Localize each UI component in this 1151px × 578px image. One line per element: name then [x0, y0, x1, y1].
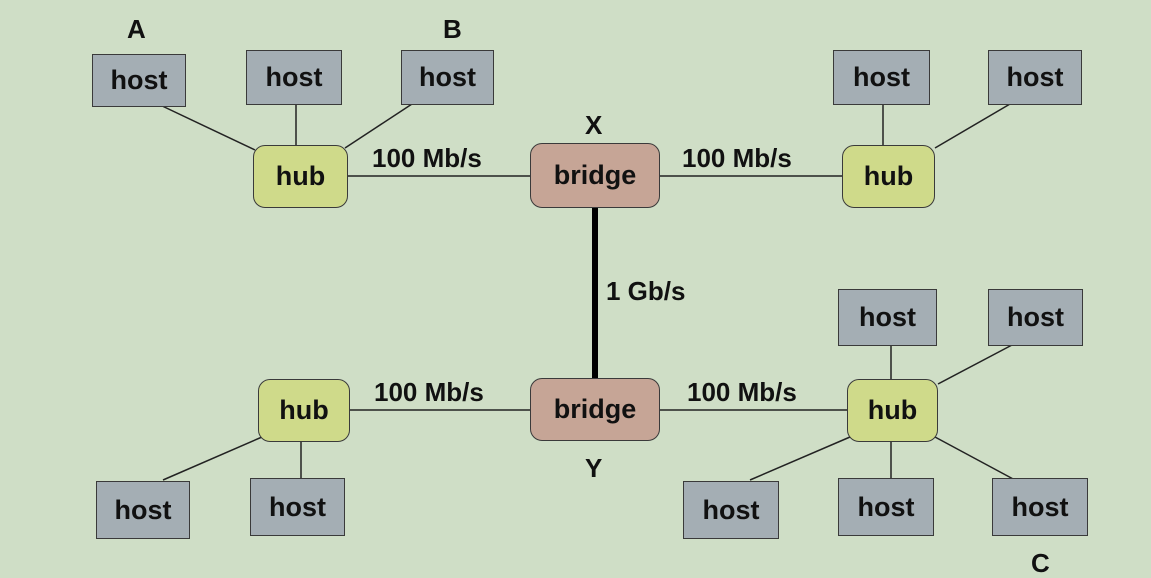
- host-br-top-1: host: [838, 289, 937, 346]
- host-a: host: [92, 54, 186, 107]
- host-br-bottom-2: host: [838, 478, 934, 536]
- link-host-c: [934, 436, 1016, 481]
- link-host-tr2: [934, 103, 1011, 149]
- link-label-tr: 100 Mb/s: [682, 143, 792, 173]
- host-bl-1: host: [96, 481, 190, 539]
- letter-c: C: [1031, 548, 1050, 578]
- host-bl-2: host: [250, 478, 345, 536]
- letter-y: Y: [585, 453, 603, 483]
- host-tl-middle: host: [246, 50, 342, 105]
- host-br-top-2: host: [988, 289, 1083, 346]
- link-label-tl: 100 Mb/s: [372, 143, 482, 173]
- host-b: host: [401, 50, 494, 105]
- link-host-br-top2: [937, 344, 1013, 385]
- host-br-bottom-1: host: [683, 481, 779, 539]
- letter-x: X: [585, 110, 603, 140]
- link-host-b: [344, 103, 413, 149]
- link-label-bl: 100 Mb/s: [374, 377, 484, 407]
- link-label-backbone: 1 Gb/s: [606, 276, 686, 306]
- link-label-br: 100 Mb/s: [687, 377, 797, 407]
- hub-bottom-right: hub: [847, 379, 938, 442]
- host-c: host: [992, 478, 1088, 536]
- hub-bottom-left: hub: [258, 379, 350, 442]
- letter-a: A: [127, 14, 146, 44]
- link-host-bl1: [162, 436, 263, 481]
- hub-top-left: hub: [253, 145, 348, 208]
- bridge-y: bridge: [530, 378, 660, 441]
- link-host-br-bot1: [749, 436, 851, 481]
- bridge-x: bridge: [530, 143, 660, 208]
- host-tr-2: host: [988, 50, 1082, 105]
- link-host-a: [157, 103, 256, 151]
- letter-b: B: [443, 14, 462, 44]
- host-tr-1: host: [833, 50, 930, 105]
- hub-top-right: hub: [842, 145, 935, 208]
